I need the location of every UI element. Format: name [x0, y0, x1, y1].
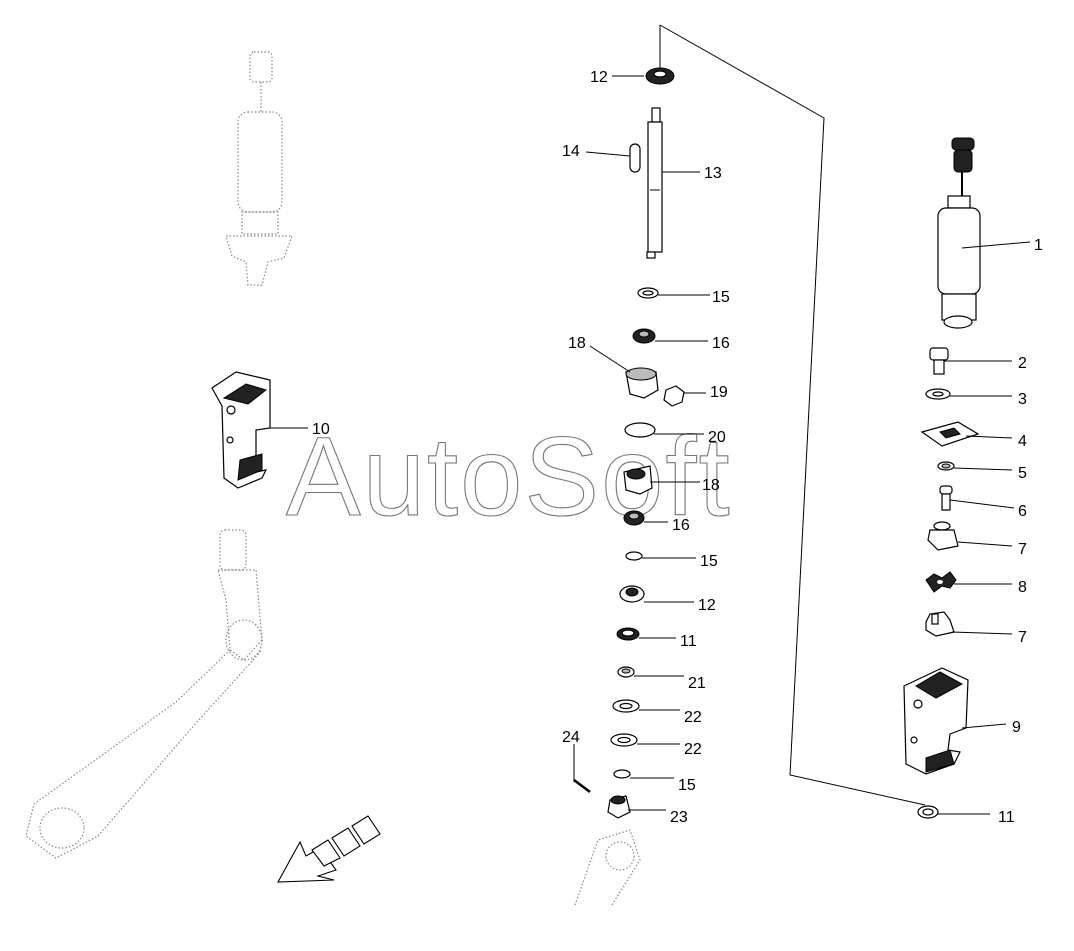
assembly-plane — [659, 24, 926, 806]
part-15-washer-c: 15 — [613, 769, 696, 794]
part-2-bolt: 2 — [929, 347, 1027, 375]
part-14-key: 14 — [562, 143, 641, 173]
part-9-bracket: 9 — [903, 667, 1021, 775]
part-18-sleeve-a: 18 — [568, 335, 659, 399]
callout-20: 20 — [708, 429, 726, 446]
part-4-gasket: 4 — [920, 421, 1027, 450]
callout-16-b: 16 — [672, 517, 690, 534]
callout-23: 23 — [670, 809, 688, 826]
callout-1: 1 — [1034, 237, 1043, 254]
part-12-bearing-lower: 12 — [619, 585, 716, 614]
callout-15-b: 15 — [700, 553, 718, 570]
ghost-pedal — [25, 529, 263, 859]
part-11-ring-center: 11 — [616, 627, 697, 650]
callout-12-top: 12 — [590, 69, 608, 86]
callout-24: 24 — [562, 729, 580, 746]
part-18-sleeve-b: 18 — [623, 465, 720, 495]
part-16-bearing-a: 16 — [632, 328, 730, 352]
callout-11-right: 11 — [998, 809, 1015, 826]
callout-18-a: 18 — [568, 335, 586, 352]
watermark: AutoSoft — [286, 414, 732, 539]
part-7-coupler-b: 7 — [925, 611, 1027, 646]
ghost-pedal-lower — [574, 829, 641, 906]
part-5-ring: 5 — [937, 461, 1027, 482]
part-15-washer-b: 15 — [625, 551, 718, 570]
part-10-bracket: 10 — [211, 371, 330, 489]
part-8-spider: 8 — [925, 571, 1027, 596]
part-11-ring-right: 11 — [917, 805, 1015, 826]
part-16-bearing-b: 16 — [623, 510, 690, 534]
part-12-bearing-top: 12 — [590, 67, 675, 86]
callout-22-a: 22 — [684, 709, 702, 726]
callout-10: 10 — [312, 421, 330, 438]
part-19-nut: 19 — [663, 384, 728, 407]
part-20-snap-ring: 20 — [624, 422, 726, 446]
part-13-shaft: 13 — [646, 107, 722, 259]
part-23-cap: 23 — [607, 795, 688, 826]
callout-13: 13 — [704, 165, 722, 182]
callout-22-b: 22 — [684, 741, 702, 758]
callout-9: 9 — [1012, 719, 1021, 736]
callout-6: 6 — [1018, 503, 1027, 520]
callout-16-a: 16 — [712, 335, 730, 352]
part-21-seal: 21 — [617, 666, 706, 692]
callout-7-b: 7 — [1018, 629, 1027, 646]
callout-19: 19 — [710, 384, 728, 401]
part-22-washer-a: 22 — [612, 699, 702, 726]
part-1-actuator: 1 — [937, 137, 1043, 329]
callout-5: 5 — [1018, 465, 1027, 482]
callout-15-a: 15 — [712, 289, 730, 306]
callout-12-lower: 12 — [698, 597, 716, 614]
callout-4: 4 — [1018, 433, 1027, 450]
part-3-washer: 3 — [925, 388, 1027, 408]
callout-2: 2 — [1018, 355, 1027, 372]
callout-14: 14 — [562, 143, 580, 160]
callout-18-b: 18 — [702, 477, 720, 494]
callout-8: 8 — [1018, 579, 1027, 596]
callout-15-c: 15 — [678, 777, 696, 794]
callout-21: 21 — [688, 675, 706, 692]
part-15-washer-a: 15 — [637, 287, 730, 306]
callout-7-a: 7 — [1018, 541, 1027, 558]
ghost-actuator-assembly — [225, 51, 293, 286]
part-24-pin: 24 — [562, 729, 591, 793]
part-7-coupler-a: 7 — [927, 521, 1027, 558]
direction-arrow-icon — [277, 815, 381, 883]
part-22-washer-b: 22 — [610, 733, 702, 758]
callout-11-center: 11 — [680, 633, 697, 650]
part-6-pin: 6 — [939, 485, 1027, 520]
callout-3: 3 — [1018, 391, 1027, 408]
